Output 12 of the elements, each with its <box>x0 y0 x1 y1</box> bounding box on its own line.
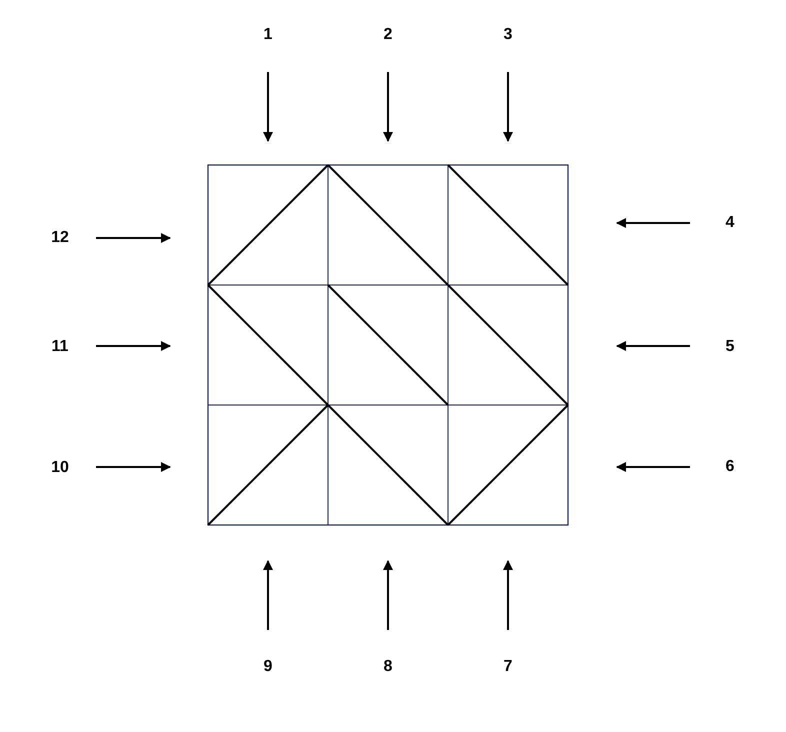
arrow-number: 7 <box>504 658 512 676</box>
arrow-number: 4 <box>726 214 734 232</box>
arrow-number: 12 <box>51 229 69 247</box>
arrow-number: 10 <box>51 459 69 477</box>
arrow-number: 3 <box>504 26 512 44</box>
arrow-number: 9 <box>264 658 272 676</box>
arrow-number: 11 <box>52 338 68 356</box>
arrow-number: 8 <box>384 658 392 676</box>
arrow-number: 6 <box>726 458 734 476</box>
arrow-number: 2 <box>384 26 392 44</box>
arrow-number: 5 <box>726 338 734 356</box>
arrow-number: 1 <box>264 26 272 44</box>
